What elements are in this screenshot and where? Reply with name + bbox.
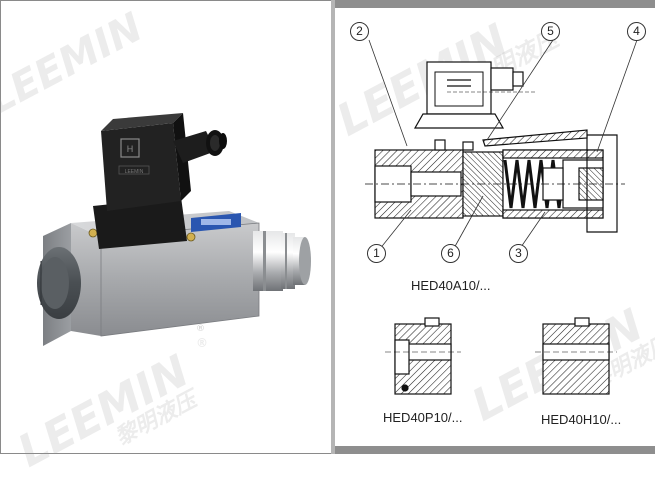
caption-hed40h10: HED40H10/... bbox=[541, 412, 622, 427]
svg-text:®: ® bbox=[196, 324, 205, 334]
callout-3: 3 bbox=[509, 244, 528, 263]
caption-hed40a10: HED40A10/... bbox=[411, 278, 491, 293]
connector-label: LEEMIN bbox=[125, 169, 144, 175]
callout-4: 4 bbox=[627, 22, 646, 41]
product-photo-panel: LEEMIN LEEMIN 黎明液压 ® bbox=[0, 1, 331, 477]
callout-5: 5 bbox=[541, 22, 560, 41]
sectional-drawings-panel: LEEMIN 黎明液压 LEEMIN 黎明液压 bbox=[329, 0, 655, 454]
hex-nut bbox=[37, 247, 81, 319]
din-connector: H LEEMIN bbox=[93, 113, 227, 249]
bottom-bar bbox=[335, 446, 655, 454]
callout-6: 6 bbox=[441, 244, 460, 263]
callout-2: 2 bbox=[350, 22, 369, 41]
main-cross-section bbox=[365, 61, 625, 233]
panel-divider bbox=[331, 0, 335, 454]
svg-text:H: H bbox=[127, 144, 134, 154]
adjuster-cylinder bbox=[253, 231, 311, 291]
variant-h-section bbox=[535, 317, 617, 395]
variant-p-section bbox=[385, 317, 461, 395]
top-bar bbox=[335, 0, 655, 8]
main-section-drawing bbox=[365, 39, 638, 395]
callout-1: 1 bbox=[367, 244, 386, 263]
caption-hed40p10: HED40P10/... bbox=[383, 410, 463, 425]
pressure-switch-photo: H LEEMIN ® bbox=[37, 113, 311, 346]
